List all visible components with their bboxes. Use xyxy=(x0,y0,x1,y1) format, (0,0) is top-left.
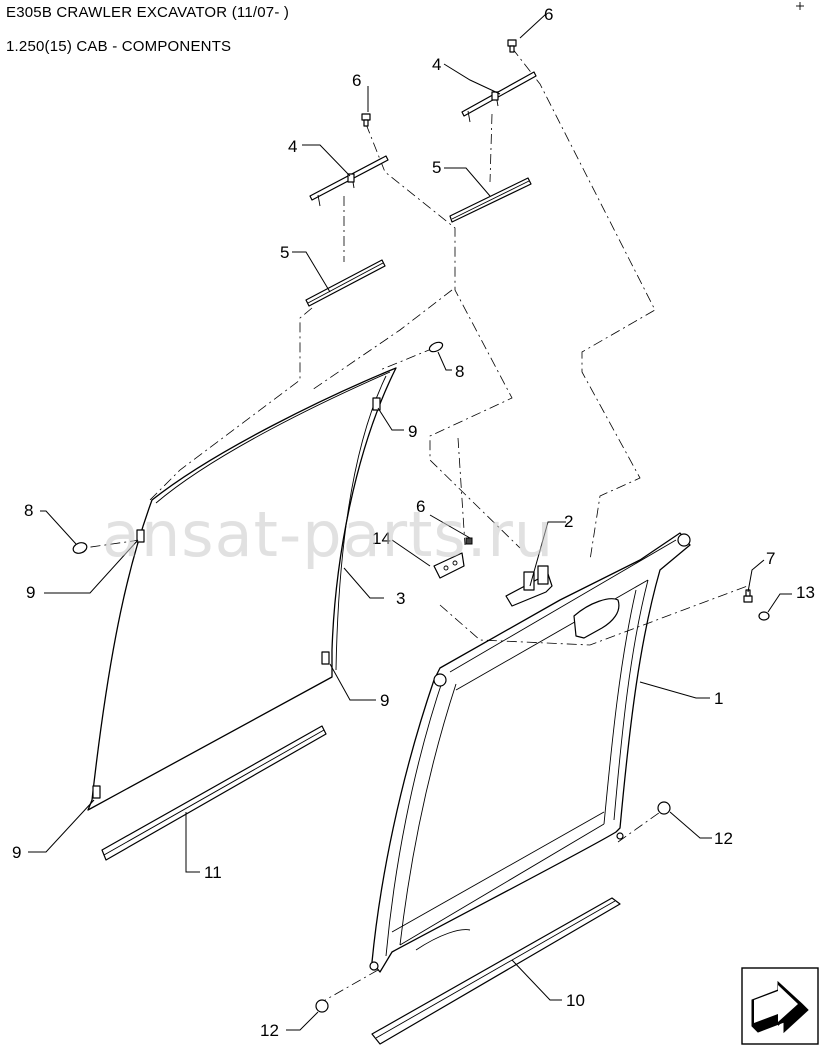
callout-1: 1 xyxy=(714,689,723,708)
callout-9-bottom: 9 xyxy=(12,843,21,862)
callout-6-top: 6 xyxy=(544,5,553,24)
callout-9-right: 9 xyxy=(380,691,389,710)
part-13-plug xyxy=(758,611,770,621)
part-12-plug-lower xyxy=(315,999,329,1013)
part-10-seal-strip xyxy=(371,897,621,1045)
callout-9-left: 9 xyxy=(26,583,35,602)
part-4-upper xyxy=(461,71,537,123)
callout-5-lower: 5 xyxy=(280,243,289,262)
part-2-latch xyxy=(505,565,553,607)
part-12-plug-upper xyxy=(657,801,671,815)
part-14-bracket xyxy=(433,552,465,579)
part-5-lower xyxy=(305,259,386,307)
callout-6-mid: 6 xyxy=(416,497,425,516)
callout-9-top: 9 xyxy=(408,422,417,441)
callout-6-left: 6 xyxy=(352,71,361,90)
screw-6-left xyxy=(361,113,371,127)
next-page-arrow-icon[interactable] xyxy=(741,967,819,1045)
callout-8-left: 8 xyxy=(24,501,33,520)
callout-12-upper: 12 xyxy=(714,829,733,848)
part-5-upper xyxy=(449,177,532,223)
callout-5-upper: 5 xyxy=(432,158,441,177)
callout-8-top: 8 xyxy=(455,362,464,381)
part-4-lower xyxy=(309,155,389,207)
callout-10: 10 xyxy=(566,991,585,1010)
callout-11: 11 xyxy=(204,863,222,882)
callout-7: 7 xyxy=(766,549,775,568)
page-subtitle: 1.250(15) CAB - COMPONENTS xyxy=(6,38,232,55)
watermark-text: ansat-parts.ru xyxy=(102,498,554,571)
callout-12-lower: 12 xyxy=(260,1021,279,1040)
page-title: E305B CRAWLER EXCAVATOR (11/07- ) xyxy=(6,4,290,21)
part-1-door-frame xyxy=(369,532,691,973)
part-3-glass-panel xyxy=(87,367,397,811)
fastener-8-top xyxy=(428,341,444,353)
screw-6-top xyxy=(507,39,517,53)
callout-labels: 6 4 6 4 5 5 8 9 8 6 2 14 7 9 3 13 1 9 12… xyxy=(12,5,815,1040)
corner-mark xyxy=(796,2,804,10)
assembly-lines xyxy=(83,47,751,1004)
callout-3: 3 xyxy=(396,589,405,608)
callout-4-lower: 4 xyxy=(288,137,297,156)
fastener-8-left xyxy=(72,542,88,554)
callout-14: 14 xyxy=(372,529,391,548)
leader-lines xyxy=(28,13,792,1031)
callout-2: 2 xyxy=(564,512,573,531)
part-11-seal-strip xyxy=(101,725,327,861)
callout-4-upper: 4 xyxy=(432,55,441,74)
callout-13: 13 xyxy=(796,583,815,602)
